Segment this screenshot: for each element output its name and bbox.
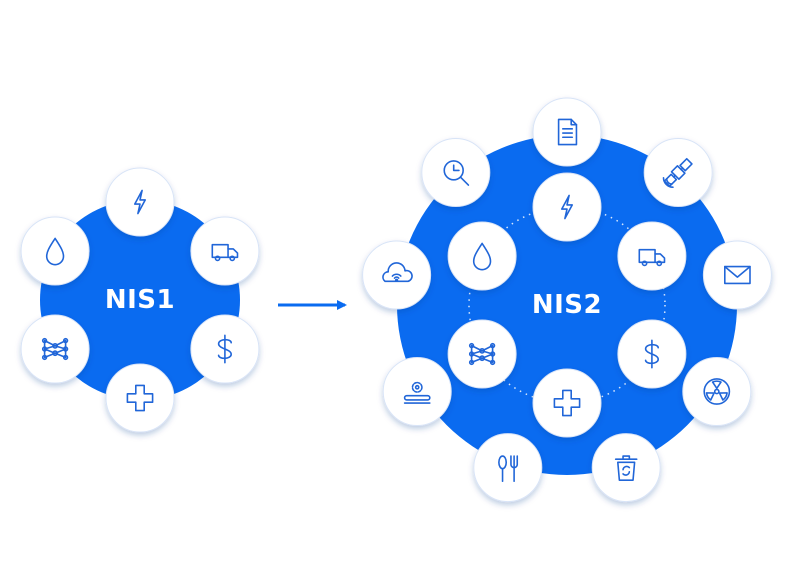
network-icon xyxy=(468,342,496,366)
satellite-icon xyxy=(662,157,693,188)
nis1-title: NIS1 xyxy=(104,285,176,315)
network-icon xyxy=(41,337,69,361)
nis2-inner-sector-circle xyxy=(447,319,517,389)
nis2-title: NIS2 xyxy=(531,290,603,320)
water-drop-icon xyxy=(45,237,65,266)
cloud-wifi-icon xyxy=(382,262,413,283)
nis2-outer-sector-circle xyxy=(682,357,752,426)
nis2-inner-sector-circle xyxy=(532,172,602,242)
nis2-inner-sector-lightning xyxy=(532,172,602,242)
nis1-sector-icons xyxy=(20,167,260,433)
nis2-outer-sector-circle xyxy=(643,138,713,207)
nis1-sector-circle xyxy=(190,216,260,286)
nis1-group xyxy=(20,167,260,433)
nis2-outer-sector-search xyxy=(421,138,491,207)
nis1-sector-lightning xyxy=(105,167,175,237)
nis2-core xyxy=(397,135,737,475)
nis2-outer-sector-satellite xyxy=(643,138,713,207)
nis2-outer-sector-radiation xyxy=(682,357,752,426)
nis1-sector-medical-cross xyxy=(105,363,175,433)
nis2-outer-sector-cloud-wifi xyxy=(362,240,432,310)
nis2-outer-sector-fork-spoon xyxy=(473,433,543,503)
fork-spoon-icon xyxy=(498,455,519,483)
nis2-inner-sector-water-drop xyxy=(447,221,517,291)
dollar-icon xyxy=(217,334,232,364)
search-icon xyxy=(443,160,470,186)
nis2-inner-sector-icons xyxy=(447,172,687,438)
nis2-outer-sector-circle xyxy=(591,433,661,503)
truck-icon xyxy=(211,243,239,262)
nis1-sector-circle xyxy=(105,363,175,433)
radiation-icon xyxy=(703,378,731,405)
medical-cross-icon xyxy=(553,389,581,417)
nis2-inner-sector-circle xyxy=(532,368,602,438)
nis1-sector-circle xyxy=(20,314,90,384)
nis1-sector-water-drop xyxy=(20,216,90,286)
nis2-inner-sector-circle xyxy=(617,221,687,291)
nis2-outer-sector-document xyxy=(532,97,602,167)
nis2-group xyxy=(362,97,772,503)
nis2-inner-sector-dollar xyxy=(617,319,687,389)
lightning-icon xyxy=(133,189,147,215)
nis1-sector-circle xyxy=(20,216,90,286)
nis2-inner-sector-medical-cross xyxy=(532,368,602,438)
nis2-outer-sector-recycle-bin xyxy=(591,433,661,503)
nis2-outer-sector-mail xyxy=(702,240,772,310)
dollar-icon xyxy=(644,339,659,369)
nis2-outer-sector-icons xyxy=(362,97,772,503)
nis2-inner-ring xyxy=(468,206,666,404)
mail-icon xyxy=(724,265,751,285)
medical-cross-icon xyxy=(126,384,154,412)
document-icon xyxy=(557,118,578,146)
nis2-inner-sector-network xyxy=(447,319,517,389)
nis2-inner-sector-truck xyxy=(617,221,687,291)
nis1-sector-truck xyxy=(190,216,260,286)
recycle-bin-icon xyxy=(614,455,638,481)
lightning-icon xyxy=(560,194,574,220)
truck-icon xyxy=(638,248,666,267)
nis1-sector-network xyxy=(20,314,90,384)
nis1-core xyxy=(40,200,240,400)
water-drop-icon xyxy=(472,242,492,271)
nis1-sector-dollar xyxy=(190,314,260,384)
nis2-outer-sector-circle xyxy=(532,97,602,167)
manufacturing-icon xyxy=(403,381,431,404)
nis2-outer-sector-manufacturing xyxy=(382,357,452,426)
nis2-inner-sector-circle xyxy=(447,221,517,291)
nis2-outer-sector-circle xyxy=(473,433,543,503)
nis1-sector-circle xyxy=(105,167,175,237)
nis2-outer-sector-circle xyxy=(421,138,491,207)
nis2-outer-sector-circle xyxy=(702,240,772,310)
